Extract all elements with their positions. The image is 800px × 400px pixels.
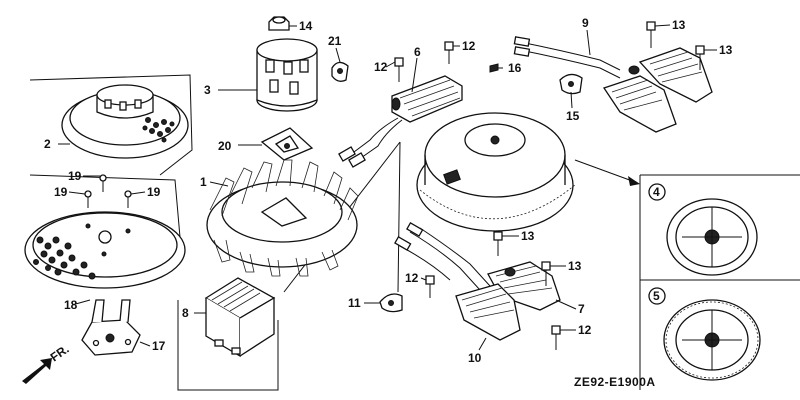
bracket-part [81,299,141,356]
charge-coil-lower-part [394,222,561,341]
regulator-part [204,277,276,358]
callout-18: 18 [64,298,78,312]
bolt-13-b [695,45,705,70]
cooling-fan-part [206,141,401,293]
flywheel-variant-4 [666,198,758,276]
diagram-code: ZE92-E1900A [574,375,656,389]
bolt-parts [84,21,705,350]
leader-lines [58,24,717,351]
callout-17: 17 [152,339,166,353]
callout-19-c: 19 [147,185,161,199]
exciter-coil-part [338,75,463,168]
clip-part [331,61,349,82]
callout-3: 3 [204,83,211,97]
washer-plate-part [260,127,314,161]
charge-coil-upper-part [513,36,713,133]
key-part [489,63,499,73]
callout-1: 1 [200,175,207,189]
flywheel-part [397,112,576,293]
bolt-13-a [646,21,656,48]
callout-11: 11 [348,296,361,310]
flywheel-variant-5 [663,299,761,381]
bolt-12-a [394,57,404,82]
callout-13-a: 13 [672,18,686,32]
inset-label-4: 4 [653,185,660,199]
callout-7: 7 [578,302,585,316]
screw-19-a [99,174,107,192]
rotating-screen-part [256,38,318,112]
callout-19-a: 19 [68,169,82,183]
callout-12-d: 12 [578,323,592,337]
screw-19-b [84,190,92,208]
callout-2: 2 [44,137,51,151]
callout-12-a: 12 [374,60,388,74]
callout-12-b: 12 [462,39,476,53]
back-plate-part [24,174,186,289]
bolt-12-d [551,325,561,350]
callout-13-d: 13 [568,259,582,273]
callout-10: 10 [468,351,482,365]
callout-13-b: 13 [719,43,733,57]
inset-panel [639,174,800,390]
regulator-frame [177,300,279,391]
callout-13-c: 13 [521,229,535,243]
callout-16: 16 [508,61,522,75]
callout-labels: 2 3 14 20 1 21 6 12 12 16 9 13 13 15 19 … [44,16,733,389]
lower-clamp-part [379,293,403,313]
bolt-12-b [444,41,454,64]
bolt-13-d [541,261,551,286]
inset-pointer-line [574,159,636,183]
callout-15: 15 [566,109,580,123]
callout-8: 8 [182,306,189,320]
callout-6: 6 [414,45,421,59]
front-direction-arrow [22,358,52,384]
callout-21: 21 [328,34,342,48]
bolt-12-c [425,275,435,298]
shroud-part [29,74,193,176]
callout-12-c: 12 [405,271,419,285]
inset-label-5: 5 [653,289,660,303]
callout-9: 9 [582,16,589,30]
screw-19-c [124,190,132,208]
nut-part [268,16,290,31]
wire-clamp-part [559,73,583,95]
callout-19-b: 19 [54,185,68,199]
callout-20: 20 [218,139,232,153]
bolt-13-c [493,231,503,256]
callout-14: 14 [299,19,313,33]
